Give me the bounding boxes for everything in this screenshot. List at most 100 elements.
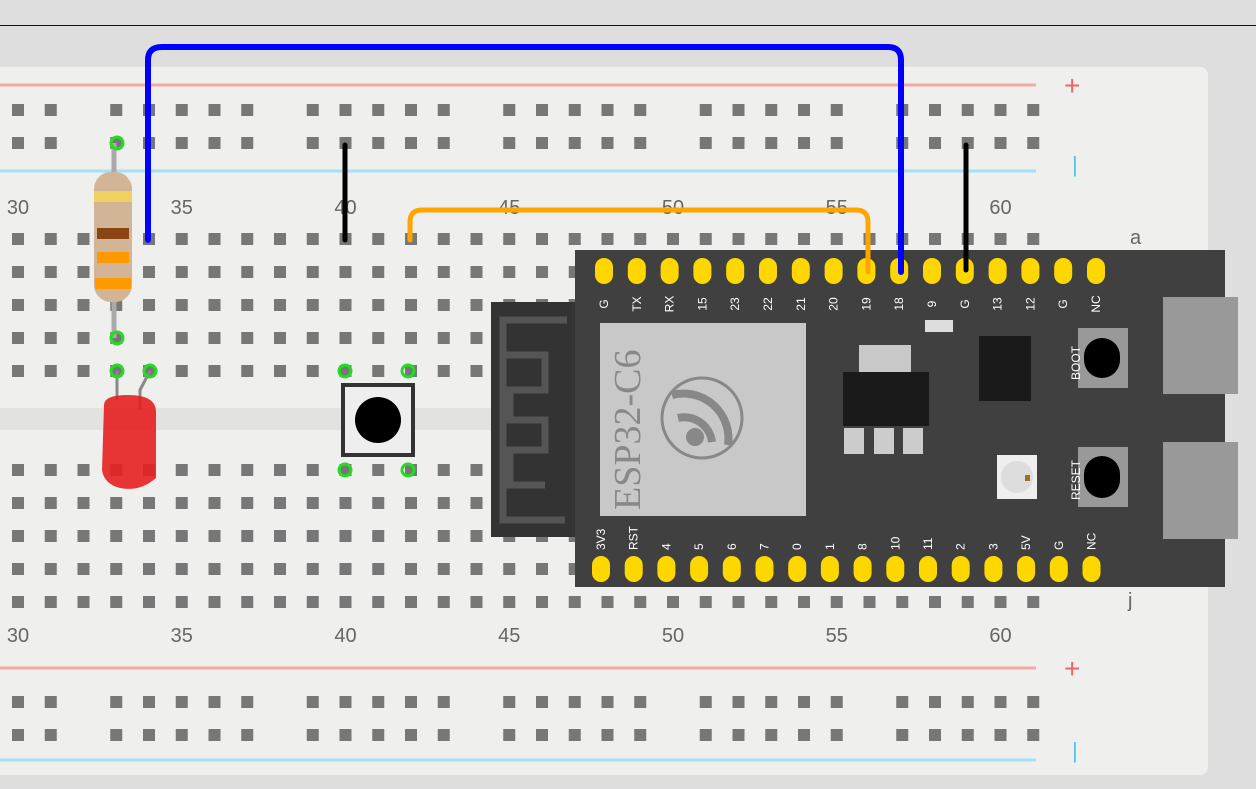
rail-hole[interactable] [994, 696, 1007, 708]
breadboard-hole[interactable] [405, 563, 417, 575]
breadboard-hole[interactable] [12, 497, 24, 509]
rail-hole[interactable] [208, 696, 221, 708]
breadboard-hole[interactable] [77, 233, 90, 245]
rail-hole[interactable] [175, 696, 188, 708]
rail-hole[interactable] [798, 696, 810, 708]
rail-hole[interactable] [634, 696, 647, 708]
breadboard-hole[interactable] [732, 596, 745, 608]
breadboard-hole[interactable] [765, 233, 778, 245]
rail-hole[interactable] [798, 137, 810, 149]
breadboard-hole[interactable] [241, 464, 254, 476]
breadboard-hole[interactable] [175, 596, 188, 608]
rail-hole[interactable] [306, 696, 319, 708]
breadboard-hole[interactable] [110, 497, 123, 509]
breadboard-hole[interactable] [274, 497, 286, 509]
breadboard-hole[interactable] [437, 563, 450, 575]
rail-hole[interactable] [765, 696, 778, 708]
rail-hole[interactable] [830, 104, 843, 116]
breadboard-hole[interactable] [437, 266, 450, 278]
breadboard-hole[interactable] [12, 332, 24, 344]
breadboard-hole[interactable] [470, 563, 483, 575]
breadboard-hole[interactable] [863, 596, 876, 608]
breadboard-hole[interactable] [372, 365, 385, 377]
orange-wire[interactable] [407, 207, 871, 275]
rail-hole[interactable] [732, 137, 745, 149]
breadboard-hole[interactable] [699, 233, 712, 245]
rail-hole[interactable] [306, 729, 319, 741]
breadboard-hole[interactable] [405, 266, 417, 278]
breadboard-hole[interactable] [306, 596, 319, 608]
rail-hole[interactable] [732, 696, 745, 708]
pin-bottom[interactable] [624, 556, 643, 582]
breadboard-hole[interactable] [1027, 596, 1040, 608]
breadboard-hole[interactable] [208, 596, 221, 608]
pin-bottom[interactable] [1082, 556, 1101, 582]
rail-hole[interactable] [175, 137, 188, 149]
rail-hole[interactable] [732, 729, 745, 741]
breadboard-hole[interactable] [208, 266, 221, 278]
breadboard-hole[interactable] [274, 233, 286, 245]
breadboard-hole[interactable] [208, 464, 221, 476]
breadboard-hole[interactable] [306, 530, 319, 542]
rail-hole[interactable] [568, 696, 581, 708]
breadboard-hole[interactable] [143, 596, 155, 608]
breadboard-hole[interactable] [667, 596, 679, 608]
breadboard-hole[interactable] [143, 563, 155, 575]
breadboard-hole[interactable] [77, 497, 90, 509]
rail-hole[interactable] [896, 729, 909, 741]
resistor[interactable] [94, 135, 132, 346]
breadboard-hole[interactable] [1027, 233, 1040, 245]
rail-hole[interactable] [1027, 104, 1040, 116]
rail-hole[interactable] [208, 137, 221, 149]
breadboard-hole[interactable] [765, 596, 778, 608]
breadboard-hole[interactable] [44, 596, 57, 608]
breadboard-hole[interactable] [470, 530, 483, 542]
pin-top[interactable] [660, 258, 679, 284]
breadboard-hole[interactable] [306, 464, 319, 476]
breadboard-hole[interactable] [175, 332, 188, 344]
rail-hole[interactable] [994, 137, 1007, 149]
breadboard-hole[interactable] [208, 365, 221, 377]
rail-hole[interactable] [699, 137, 712, 149]
breadboard-hole[interactable] [405, 596, 417, 608]
breadboard-hole[interactable] [44, 497, 57, 509]
breadboard-hole[interactable] [143, 332, 155, 344]
rail-hole[interactable] [994, 104, 1007, 116]
pin-top[interactable] [726, 258, 745, 284]
breadboard-hole[interactable] [634, 596, 647, 608]
rail-hole[interactable] [1027, 729, 1040, 741]
rail-hole[interactable] [929, 729, 941, 741]
rail-hole[interactable] [110, 696, 123, 708]
blue-wire[interactable] [145, 44, 904, 275]
rail-hole[interactable] [405, 137, 417, 149]
breadboard-hole[interactable] [667, 233, 679, 245]
breadboard-hole[interactable] [208, 530, 221, 542]
breadboard-hole[interactable] [568, 596, 581, 608]
breadboard-hole[interactable] [896, 596, 909, 608]
breadboard-hole[interactable] [110, 530, 123, 542]
rail-hole[interactable] [568, 137, 581, 149]
pin-top[interactable] [1087, 258, 1105, 284]
breadboard-hole[interactable] [339, 299, 352, 311]
breadboard-hole[interactable] [274, 563, 286, 575]
breadboard-hole[interactable] [339, 266, 352, 278]
rail-hole[interactable] [765, 137, 778, 149]
rail-hole[interactable] [634, 104, 647, 116]
breadboard-hole[interactable] [568, 233, 581, 245]
rail-hole[interactable] [634, 137, 647, 149]
rail-hole[interactable] [405, 729, 417, 741]
breadboard-hole[interactable] [12, 530, 24, 542]
rail-hole[interactable] [568, 104, 581, 116]
rail-hole[interactable] [405, 104, 417, 116]
rail-hole[interactable] [372, 137, 385, 149]
rail-hole[interactable] [12, 104, 24, 116]
breadboard-hole[interactable] [601, 596, 614, 608]
breadboard-hole[interactable] [44, 464, 57, 476]
breadboard-hole[interactable] [143, 299, 155, 311]
breadboard-hole[interactable] [536, 233, 548, 245]
breadboard-hole[interactable] [929, 233, 941, 245]
breadboard-hole[interactable] [437, 365, 450, 377]
rail-hole[interactable] [372, 104, 385, 116]
breadboard-hole[interactable] [503, 233, 516, 245]
breadboard-hole[interactable] [241, 530, 254, 542]
